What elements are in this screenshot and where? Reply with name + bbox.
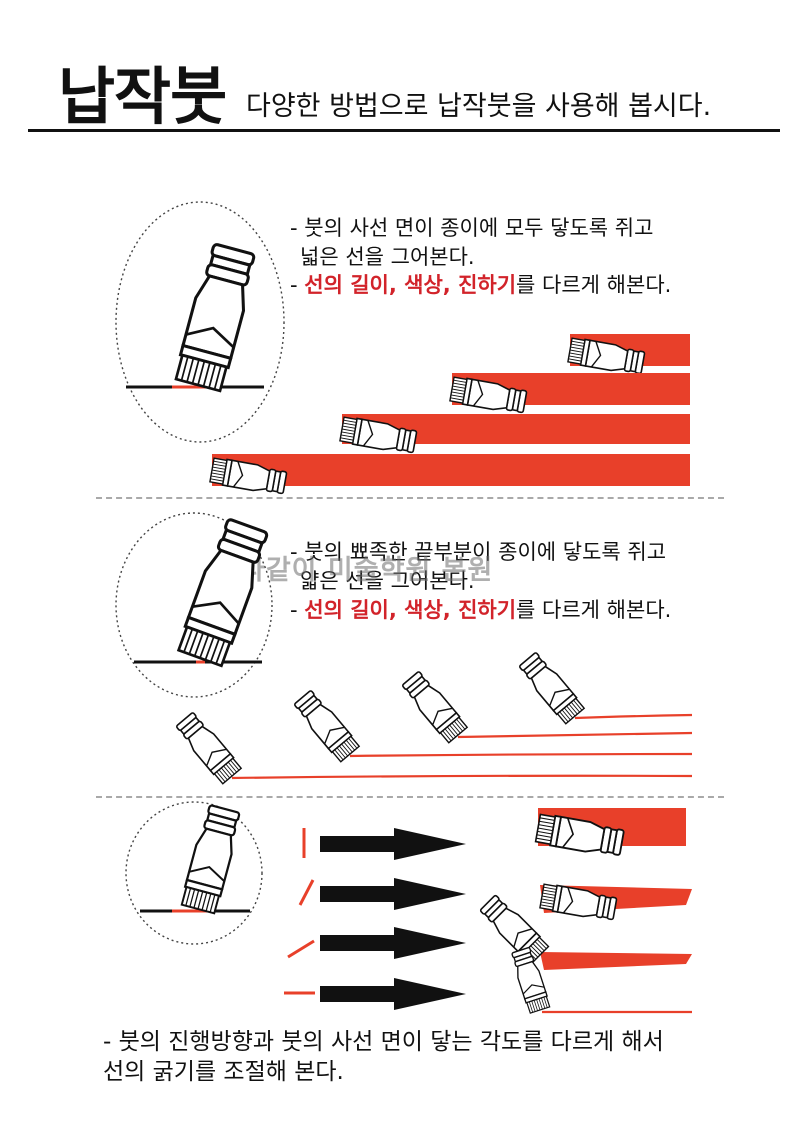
bottom-line2: 선의 굵기를 조절해 본다. [103,1059,344,1085]
section1-wide-strokes [208,334,690,497]
section1-detail-circle [115,201,285,443]
section2-line1: - 붓의 뾰족한 끝부분이 종이에 닿도록 쥐고 [290,540,667,564]
section1-line3-rest: 를 다르게 해본다. [516,273,672,297]
section1-line3-dash: - [290,273,305,297]
section2-highlight: 선의 길이, 색상, 진하기 [304,598,517,622]
section-divider-1 [96,497,724,499]
section1-highlight: 선의 길이, 색상, 진하기 [304,273,517,297]
section2-line3-rest: 를 다르게 해본다. [516,598,672,622]
page-title: 납작붓 [58,60,227,133]
section2-line2: 얇은 선을 그어본다. [300,569,475,593]
section2-line3: - 선의 길이, 색상, 진하기를 다르게 해본다. [290,595,671,625]
section2-detail-circle [115,512,273,698]
title-underline [28,129,780,132]
section3-angle-arrows [284,828,466,1010]
section1-line2: 넓은 선을 그어본다. [300,245,475,269]
watermark: 다같이 미술학원 본원 [240,555,494,586]
section1-line1: - 붓의 사선 면이 종이에 모두 닿도록 쥐고 [290,216,654,240]
bottom-line1: - 붓의 진행방향과 붓의 사선 면이 닿는 각도를 다르게 해서 [103,1029,664,1055]
section3-angle-strokes [477,808,692,1015]
section2-line3-dash: - [290,598,305,622]
section1-line3: - 선의 길이, 색상, 진하기를 다르게 해본다. [290,270,671,300]
section2-thin-strokes [173,650,693,786]
page-subtitle: 다양한 방법으로 납작붓을 사용해 봅시다. [246,91,712,122]
section-divider-2 [96,796,724,798]
section3-detail-circle [125,801,263,945]
